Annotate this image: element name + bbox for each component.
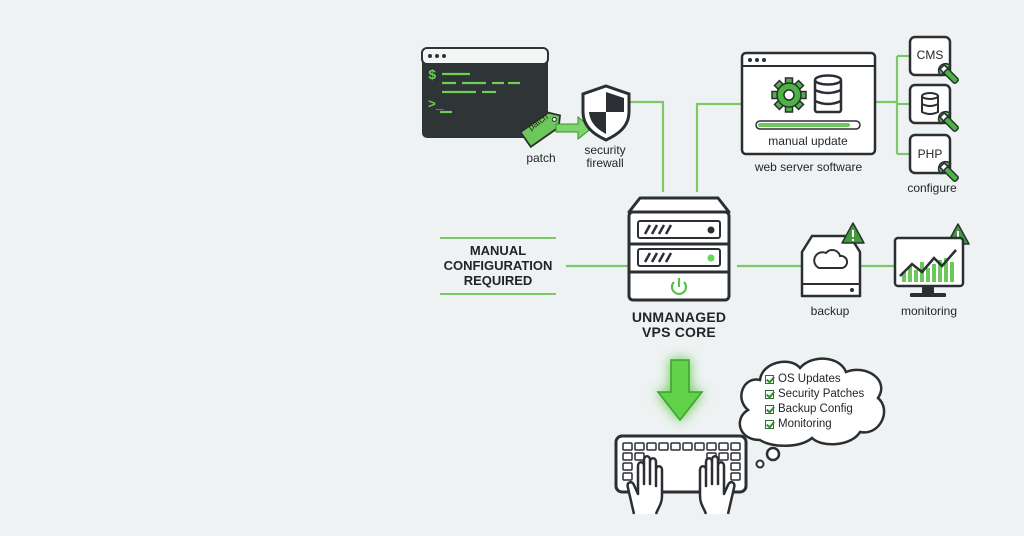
configure-label: configure [907, 181, 957, 195]
checklist-item: OS Updates [765, 372, 864, 387]
checklist-item: Backup Config [765, 402, 864, 417]
core-label-line1: UNMANAGED [631, 309, 727, 325]
checkbox-icon [765, 390, 774, 399]
checklist-item-label: OS Updates [778, 373, 841, 385]
checklist-item-label: Backup Config [778, 403, 853, 415]
keyboard-icon [614, 434, 748, 494]
checklist-item: Security Patches [765, 387, 864, 402]
down-arrow-icon [656, 359, 704, 422]
patch-label: patch [526, 151, 556, 165]
terminal-cursor: >_ [428, 97, 444, 112]
shield-icon [581, 84, 631, 142]
checkbox-icon [765, 375, 774, 384]
checkbox-icon [765, 405, 774, 414]
server-icon [627, 196, 731, 302]
db-box [908, 83, 952, 125]
power-icon [670, 278, 688, 295]
backup-label: backup [810, 304, 850, 318]
cms-label: CMS [916, 48, 944, 62]
security-firewall-label: security firewall [578, 144, 632, 170]
hands-icon [626, 455, 736, 515]
core-label-line2: VPS CORE [642, 324, 716, 340]
monitor-chart-icon [893, 236, 965, 297]
unmanaged-vps-core-label: UNMANAGED VPS CORE [614, 310, 744, 340]
checklist: OS Updates Security Patches Backup Confi… [765, 372, 864, 432]
terminal-prompt: $ [428, 68, 437, 84]
manual-configuration-required-label: MANUAL CONFIGURATION REQUIRED [440, 243, 556, 288]
manual-config-frame [440, 237, 556, 295]
terminal-icon [421, 47, 549, 138]
security-label: security [584, 143, 626, 157]
monitoring-label: monitoring [900, 304, 958, 318]
database-icon [813, 74, 843, 114]
manual-label-line1: MANUAL [469, 243, 527, 258]
manual-label-line3: REQUIRED [463, 273, 533, 288]
web-server-window [740, 51, 877, 156]
thought-bubble-icon [738, 357, 886, 469]
cloud-icon [813, 249, 849, 269]
web-server-software-label: web server software [754, 160, 863, 174]
firewall-label: firewall [586, 156, 624, 170]
php-label: PHP [917, 147, 943, 161]
gear-icon [771, 77, 807, 113]
patch-tag-icon [519, 111, 593, 149]
checklist-item-label: Security Patches [778, 388, 865, 400]
manual-update-label: manual update [768, 134, 848, 148]
wrench-icon [937, 62, 959, 182]
checkbox-icon [765, 420, 774, 429]
manual-label-line2: CONFIGURATION [443, 258, 553, 273]
checklist-item-label: Monitoring [778, 418, 832, 430]
checklist-item: Monitoring [765, 417, 864, 432]
connector-lines [566, 54, 910, 268]
